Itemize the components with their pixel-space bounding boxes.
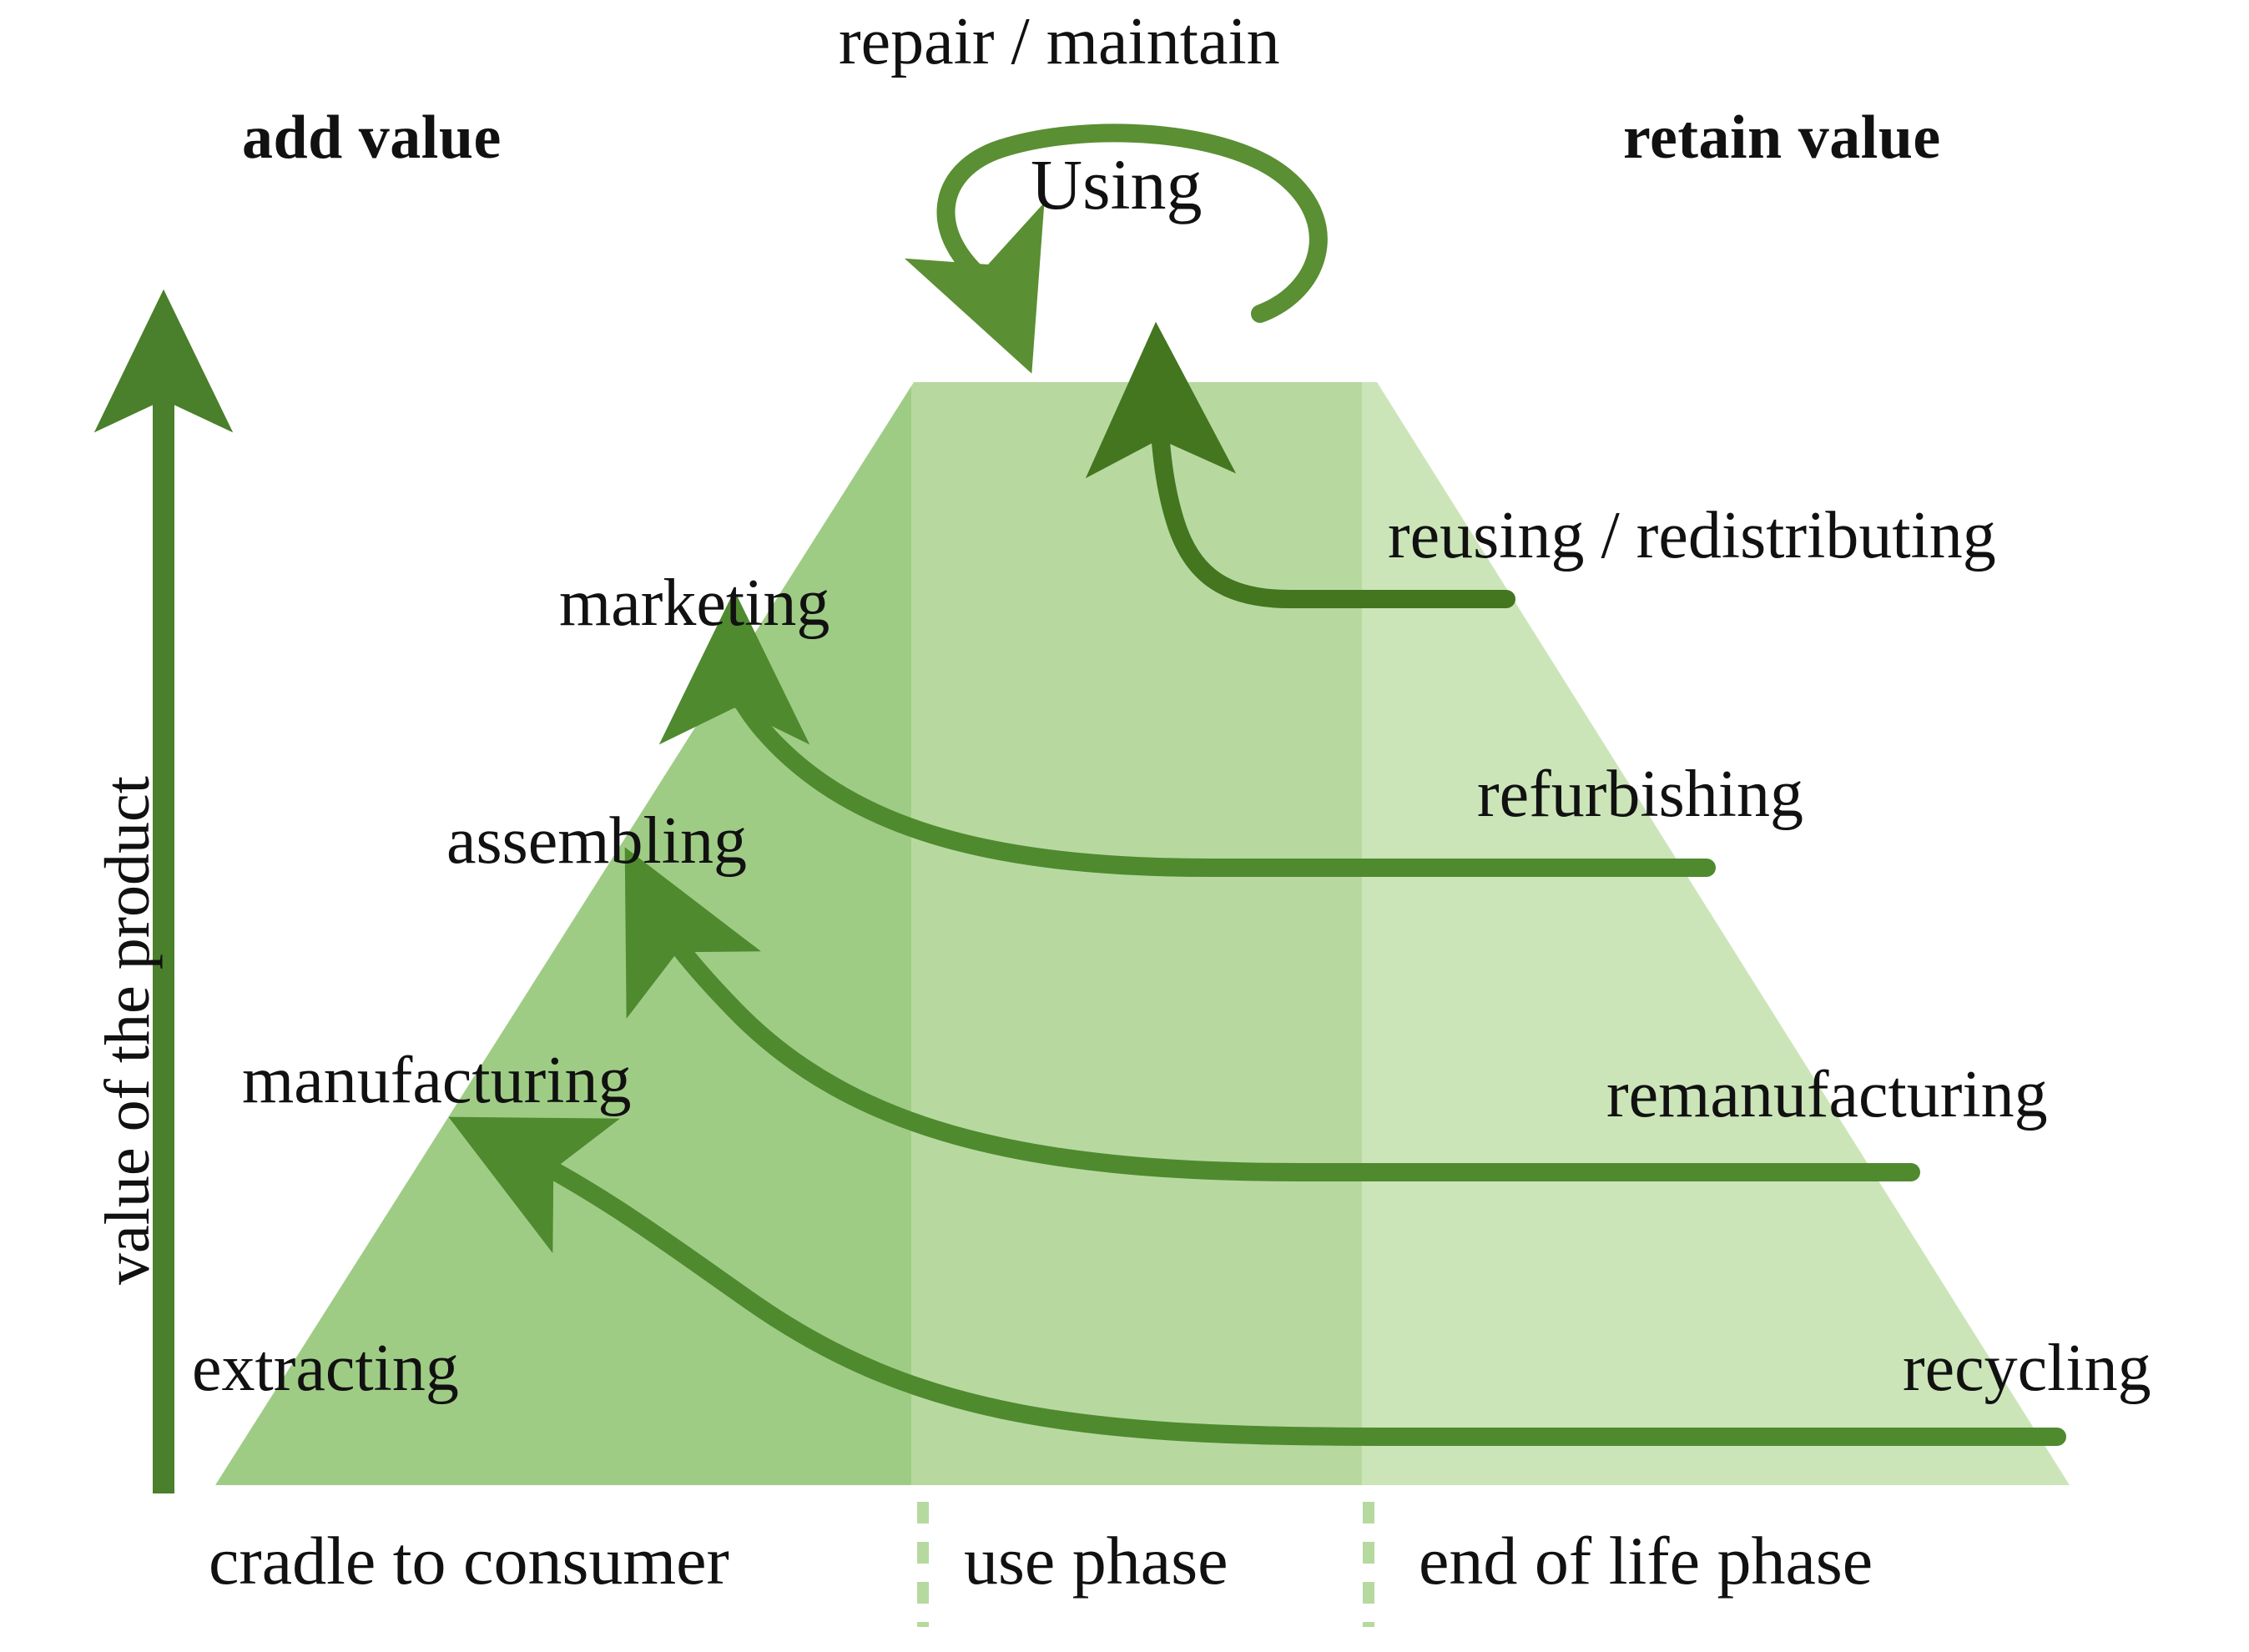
phase-label-cradle-to-consumer: cradle to consumer bbox=[209, 1523, 729, 1599]
label-repair-maintain: repair / maintain bbox=[839, 5, 1280, 78]
loop-arrow-remanufacturing bbox=[624, 847, 1920, 1181]
stage-label-marketing: marketing bbox=[559, 567, 830, 640]
loop-label-refurbishing: refurbishing bbox=[1477, 758, 1804, 831]
loop-arrow-repair-maintain bbox=[904, 123, 1328, 374]
loop-label-remanufacturing: remanufacturing bbox=[1606, 1058, 2048, 1131]
phase-label-use-phase: use phase bbox=[964, 1523, 1228, 1599]
stage-label-manufacturing: manufacturing bbox=[242, 1044, 632, 1117]
phase-label-end-of-life-phase: end of life phase bbox=[1419, 1523, 1873, 1599]
axis-label-value-of-product: value of the product bbox=[93, 776, 163, 1285]
loop-label-reusing-redistributing: reusing / redistributing bbox=[1388, 499, 1996, 572]
heading-add-value: add value bbox=[242, 103, 502, 172]
loop-arrow-refurbishing bbox=[658, 590, 1716, 877]
label-using: Using bbox=[1031, 144, 1203, 224]
heading-retain-value: retain value bbox=[1623, 103, 1941, 172]
loop-label-recycling: recycling bbox=[1903, 1332, 2151, 1405]
stage-label-assembling: assembling bbox=[446, 804, 747, 878]
loop-arrow-recycling bbox=[448, 1116, 2066, 1446]
loop-arrow-reusing bbox=[1085, 321, 1515, 608]
stage-label-extracting: extracting bbox=[192, 1332, 459, 1405]
band-use-phase bbox=[911, 382, 1362, 1485]
